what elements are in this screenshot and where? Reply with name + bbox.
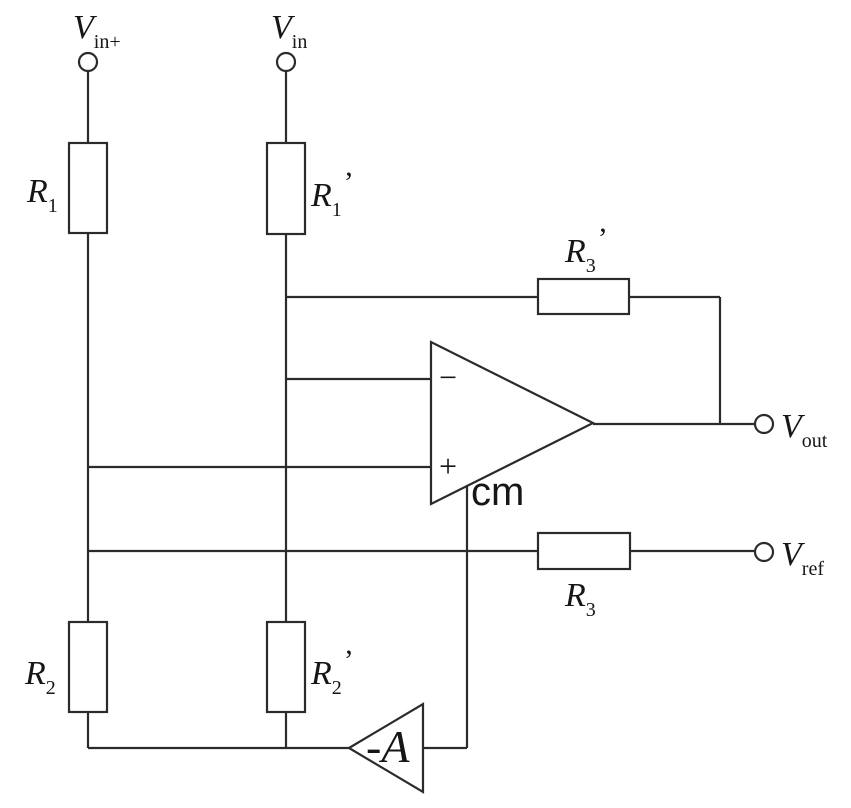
terminal-vout	[753, 413, 775, 435]
resistor-r3-body	[536, 531, 632, 571]
resistor-r1p-body	[265, 141, 307, 236]
label-r3-prime: R3’	[564, 222, 608, 277]
opamp-plus-sign: +	[439, 448, 457, 484]
wires	[86, 72, 756, 750]
resistor-r1-body	[67, 141, 109, 235]
label-cm: cm	[471, 470, 524, 514]
label-vin-plus: Vin+	[73, 9, 121, 53]
terminal-vin	[275, 51, 297, 73]
components	[67, 51, 775, 794]
label-vref: Vref	[781, 536, 824, 580]
label-cmfb-gain: -A	[366, 721, 410, 772]
label-r1: R1	[26, 173, 58, 217]
terminal-vref	[753, 541, 775, 563]
opamp-triangle	[429, 340, 596, 506]
resistor-r2-body	[67, 620, 109, 714]
terminal-vin-plus	[77, 51, 99, 73]
opamp-minus-sign: −	[439, 359, 457, 395]
labels: Vin+ Vin R1 R1’ R2 R2’ R3’ R3 Vout Vref …	[24, 9, 828, 772]
resistor-r2p-body	[265, 620, 307, 714]
label-r2-prime: R2’	[310, 644, 354, 699]
resistor-r3p-body	[536, 277, 631, 316]
label-vout: Vout	[781, 408, 828, 452]
cmfb-amp-triangle	[346, 702, 425, 794]
label-r3: R3	[564, 577, 596, 621]
label-r1-prime: R1’	[310, 166, 354, 221]
label-r2: R2	[24, 655, 56, 699]
label-vin: Vin	[271, 9, 307, 53]
